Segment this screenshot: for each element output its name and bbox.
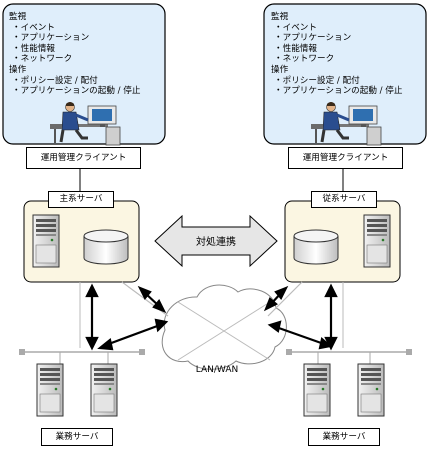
left-operation-item: ・ポリシー設定 / 配付	[12, 75, 98, 86]
network-cloud	[161, 284, 287, 370]
left-business-server-label: 業務サーバ	[41, 428, 113, 446]
secondary-to-cloud-arrowhead-b	[263, 297, 278, 312]
right-client-info: 監視 ・イベント ・アプリケーション ・性能情報 ・ネットワーク 操作 ・ポリシ…	[271, 12, 425, 144]
left-bus-end-right	[139, 349, 145, 355]
cloud-to-right-business-arrowhead-b	[318, 336, 333, 350]
right-operation-heading: 操作	[271, 64, 289, 75]
secondary-server-icon	[363, 214, 391, 268]
right-business-server-2-icon	[357, 363, 385, 417]
left-bus-end-left	[19, 349, 25, 355]
secondary-server-label: 従系サーバ	[311, 191, 377, 208]
left-operation-item: ・アプリケーションの起動 / 停止	[12, 86, 141, 97]
primary-server-icon	[32, 214, 60, 268]
secondary-to-cloud-arrowhead-a	[274, 285, 289, 300]
secondary-to-cloud-line	[267, 281, 303, 317]
left-monitor-item: ・イベント	[12, 22, 55, 33]
right-monitor-item: ・アプリケーション	[274, 33, 352, 44]
secondary-to-business-arrowhead-bottom	[324, 336, 338, 351]
left-business-server-2-icon	[90, 363, 118, 417]
left-client-panel	[2, 3, 166, 145]
coordination-arrow	[154, 214, 278, 268]
left-business-server-1-icon	[36, 363, 64, 417]
right-business-server-1-icon	[303, 363, 331, 417]
left-client-label: 運用管理クライアント	[26, 147, 141, 169]
right-monitor-item: ・ネットワーク	[274, 54, 335, 65]
cloud-to-left-business-arrow	[105, 323, 161, 347]
left-operation-heading: 操作	[9, 64, 27, 75]
right-client-label: 運用管理クライアント	[288, 147, 403, 169]
cloud-to-right-business-arrow	[275, 325, 325, 346]
secondary-to-business-arrowhead-top	[324, 283, 338, 298]
right-bus-end-left	[286, 349, 292, 355]
right-monitor-item: ・イベント	[274, 22, 317, 33]
cloud-to-left-business-arrowhead-b	[154, 318, 169, 333]
primary-to-business-arrowhead-bottom	[85, 336, 99, 351]
cloud-to-right-business-arrowhead-a	[267, 320, 282, 333]
right-operation-item: ・アプリケーションの起動 / 停止	[274, 86, 403, 97]
coordination-label: 対処連携	[196, 235, 236, 248]
network-cross-line-2	[177, 301, 271, 361]
right-monitor-item: ・性能情報	[274, 43, 317, 54]
left-monitor-heading: 監視	[9, 12, 27, 22]
secondary-database-icon	[293, 229, 339, 265]
right-client-panel	[263, 3, 427, 145]
right-business-server-label: 業務サーバ	[308, 428, 380, 446]
left-monitor-item: ・アプリケーション	[12, 33, 90, 44]
right-operation-item: ・ポリシー設定 / 配付	[274, 75, 360, 86]
right-bus-end-right	[406, 349, 412, 355]
right-monitor-heading: 監視	[271, 12, 289, 22]
primary-server-label: 主系サーバ	[48, 191, 114, 208]
left-monitor-item: ・ネットワーク	[12, 54, 73, 65]
primary-to-cloud-arrowhead-a	[137, 285, 152, 300]
network-label: LAN/WAN	[196, 365, 238, 375]
primary-database-icon	[83, 229, 129, 265]
left-client-info: 監視 ・イベント ・アプリケーション ・性能情報 ・ネットワーク 操作 ・ポリシ…	[9, 12, 163, 144]
left-monitor-item: ・性能情報	[12, 43, 55, 54]
primary-to-business-arrowhead-top	[85, 283, 99, 298]
cloud-to-left-business-arrowhead-a	[97, 338, 114, 351]
primary-to-cloud-arrowhead-b	[152, 299, 167, 314]
